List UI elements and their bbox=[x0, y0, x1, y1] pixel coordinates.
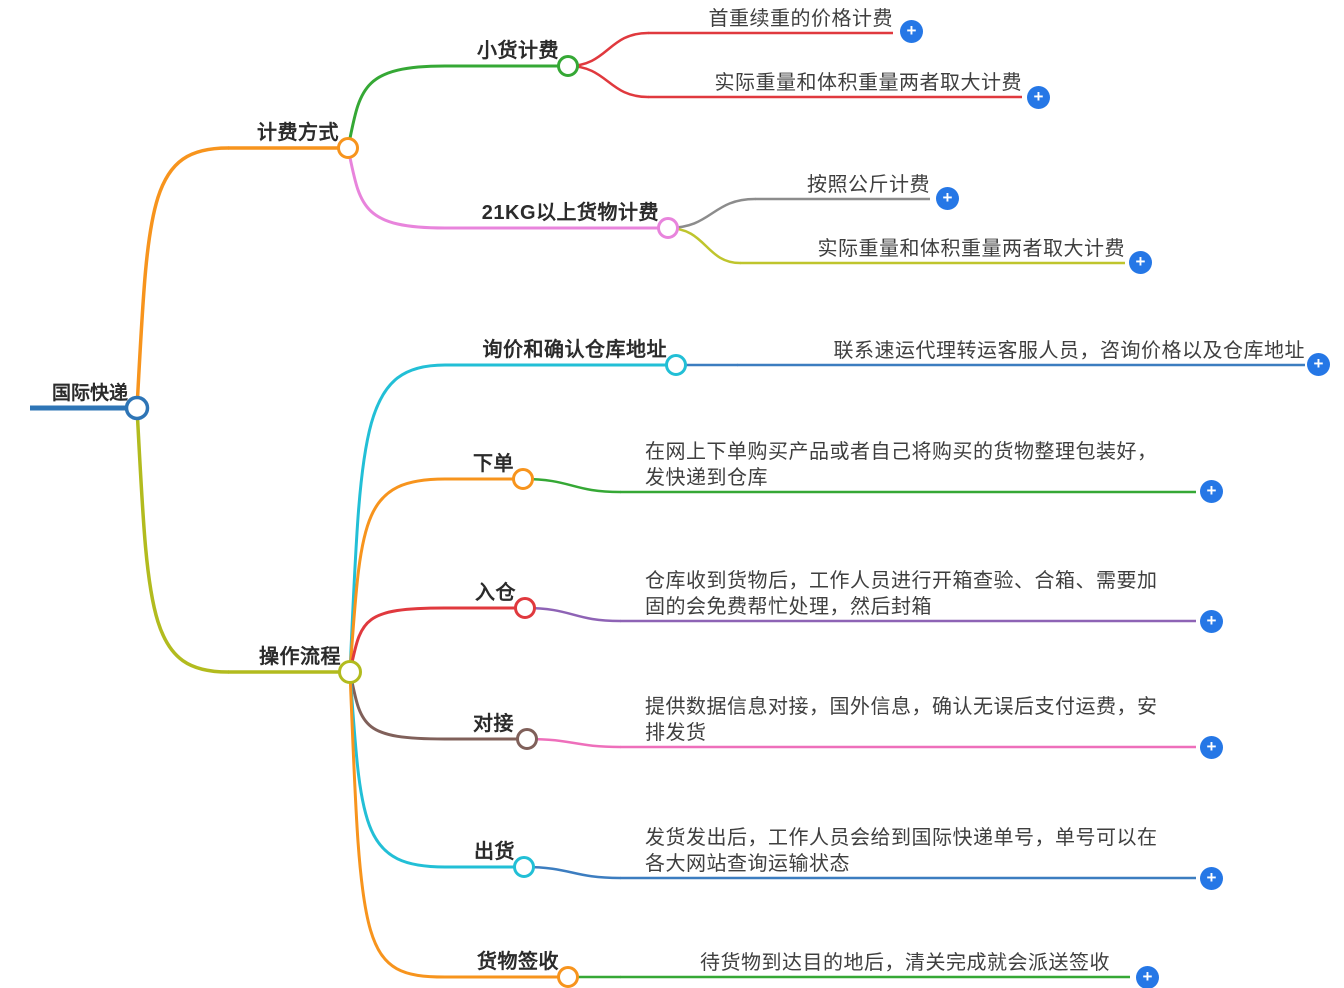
add-child-button-order-detail[interactable]: + bbox=[1200, 480, 1223, 503]
node-toggle-shipment[interactable] bbox=[513, 856, 535, 878]
node-toggle-order[interactable] bbox=[512, 468, 534, 490]
edge-process-shipment bbox=[348, 670, 447, 869]
leaf-label-sc-max-weight[interactable]: 实际重量和体积重量两者取大计费 bbox=[714, 72, 1022, 94]
node-toggle-root[interactable] bbox=[124, 395, 150, 421]
add-child-button-per-kg[interactable]: + bbox=[936, 187, 959, 210]
add-child-button-shipment-detail[interactable]: + bbox=[1200, 867, 1223, 890]
node-toggle-small-cargo[interactable] bbox=[557, 55, 579, 77]
leaf-label-order-detail[interactable]: 在网上下单购买产品或者自己将购买的货物整理包装好， 发快递到仓库 bbox=[645, 441, 1158, 489]
edge-process-docking bbox=[348, 670, 447, 741]
leaf-label-per-kg[interactable]: 按照公斤计费 bbox=[807, 174, 930, 196]
edge-process-sign bbox=[348, 670, 447, 979]
node-toggle-docking[interactable] bbox=[516, 728, 538, 750]
node-label-order[interactable]: 下单 bbox=[473, 453, 514, 475]
node-label-process[interactable]: 操作流程 bbox=[259, 646, 341, 668]
add-child-button-o21-max-weight[interactable]: + bbox=[1129, 251, 1152, 274]
edge-over21kg-max-weight bbox=[666, 226, 742, 265]
edge-order-detail bbox=[521, 477, 622, 494]
leaf-label-first-weight[interactable]: 首重续重的价格计费 bbox=[708, 8, 893, 30]
leaf-label-docking-detail[interactable]: 提供数据信息对接，国外信息，确认无误后支付运费，安 排发货 bbox=[645, 696, 1158, 744]
node-toggle-billing[interactable] bbox=[337, 137, 359, 159]
edge-billing-over21kg bbox=[346, 146, 447, 230]
node-toggle-inquiry[interactable] bbox=[665, 354, 687, 376]
edge-billing-small-cargo bbox=[346, 64, 447, 150]
node-toggle-sign[interactable] bbox=[557, 966, 579, 988]
node-label-billing[interactable]: 计费方式 bbox=[257, 122, 339, 144]
edge-shipment-detail bbox=[522, 865, 622, 880]
edge-docking-detail bbox=[525, 737, 622, 749]
edge-warehouse-detail bbox=[523, 606, 622, 623]
edge-small-cargo-max-weight bbox=[566, 64, 650, 99]
add-child-button-docking-detail[interactable]: + bbox=[1200, 736, 1223, 759]
leaf-label-shipment-detail[interactable]: 发货发出后，工作人员会给到国际快递单号，单号可以在 各大网站查询运输状态 bbox=[645, 827, 1158, 875]
edge-root-process bbox=[135, 406, 230, 674]
node-label-warehouse[interactable]: 入仓 bbox=[475, 582, 516, 604]
leaf-label-inquiry-detail[interactable]: 联系速运代理转运客服人员，咨询价格以及仓库地址 bbox=[833, 340, 1305, 362]
leaf-label-sign-detail[interactable]: 待货物到达目的地后，清关完成就会派送签收 bbox=[700, 952, 1110, 974]
node-label-shipment[interactable]: 出货 bbox=[474, 841, 515, 863]
edge-process-warehouse bbox=[348, 606, 447, 674]
add-child-button-sign-detail[interactable]: + bbox=[1136, 966, 1159, 988]
node-label-root[interactable]: 国际快递 bbox=[51, 383, 128, 404]
node-toggle-warehouse[interactable] bbox=[514, 597, 536, 619]
edge-process-inquiry bbox=[348, 363, 447, 674]
leaf-label-warehouse-detail[interactable]: 仓库收到货物后，工作人员进行开箱查验、合箱、需要加 固的会免费帮忙处理，然后封箱 bbox=[645, 570, 1158, 618]
node-toggle-over21kg[interactable] bbox=[657, 217, 679, 239]
add-child-button-first-weight[interactable]: + bbox=[900, 20, 923, 43]
edge-process-order bbox=[348, 477, 447, 674]
node-label-sign[interactable]: 货物签收 bbox=[477, 951, 559, 973]
add-child-button-sc-max-weight[interactable]: + bbox=[1027, 86, 1050, 109]
edge-over21kg-per-kg bbox=[666, 197, 757, 230]
edge-small-cargo-first-weight bbox=[566, 31, 650, 68]
add-child-button-inquiry-detail[interactable]: + bbox=[1307, 353, 1330, 376]
node-toggle-process[interactable] bbox=[338, 660, 362, 684]
leaf-label-o21-max-weight[interactable]: 实际重量和体积重量两者取大计费 bbox=[817, 238, 1125, 260]
node-label-inquiry[interactable]: 询价和确认仓库地址 bbox=[482, 339, 667, 361]
node-label-docking[interactable]: 对接 bbox=[473, 713, 514, 735]
node-label-over21kg[interactable]: 21KG以上货物计费 bbox=[481, 202, 659, 224]
edge-root-billing bbox=[135, 146, 230, 410]
add-child-button-warehouse-detail[interactable]: + bbox=[1200, 610, 1223, 633]
node-label-small-cargo[interactable]: 小货计费 bbox=[477, 40, 559, 62]
